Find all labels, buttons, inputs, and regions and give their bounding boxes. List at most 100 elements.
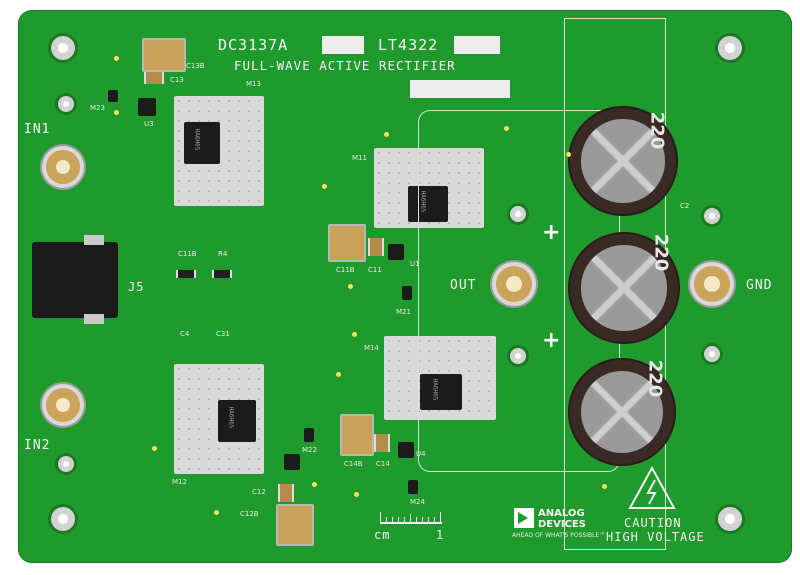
caution-line2: HIGH VOLTAGE xyxy=(606,530,705,544)
c11-capacitor xyxy=(368,238,384,256)
m13-mosfet: HA6H6S xyxy=(184,122,220,164)
in1-sense-hole xyxy=(58,96,74,112)
r3-designator: R4 xyxy=(218,250,228,258)
u1-designator: U1 xyxy=(410,260,420,268)
electrolytic-capacitor-top xyxy=(568,106,678,216)
in2-terminal[interactable] xyxy=(46,388,80,422)
electrolytic-capacitor-bottom xyxy=(568,358,676,466)
c13b-capacitor xyxy=(142,38,186,72)
c12b-capacitor xyxy=(276,504,314,546)
via xyxy=(348,284,353,289)
u3-controller xyxy=(138,98,156,116)
capacitor-value-bottom: 220 xyxy=(644,359,666,398)
caution-line1: CAUTION xyxy=(624,516,682,530)
m12-designator: M12 xyxy=(172,478,187,486)
out-sense-hole-top xyxy=(510,206,526,222)
via xyxy=(602,484,607,489)
j5-label: J5 xyxy=(128,280,145,294)
m23-transistor xyxy=(108,90,118,102)
c14-designator: C14 xyxy=(376,460,390,468)
c14b-capacitor xyxy=(340,414,374,456)
m12-mosfet: HA6H6S xyxy=(218,400,256,442)
r3-resistor xyxy=(212,270,232,278)
m21-designator: M21 xyxy=(396,308,411,316)
m22-transistor xyxy=(304,428,314,442)
via xyxy=(114,56,119,61)
u3-designator: U3 xyxy=(144,120,154,128)
ruler-mark-label: 1 xyxy=(436,528,445,542)
polarity-plus-upper: + xyxy=(542,220,561,245)
gnd-sense-hole-bottom xyxy=(704,346,720,362)
capacitor-value-middle: 220 xyxy=(650,233,672,272)
u2-controller xyxy=(284,454,300,470)
capacitor-value-top: 220 xyxy=(646,111,668,150)
polarity-plus-lower: + xyxy=(542,328,561,353)
gnd-terminal[interactable] xyxy=(694,266,730,302)
out-label: OUT xyxy=(450,278,477,293)
m24-designator: M24 xyxy=(410,498,425,506)
mounting-hole-top-right xyxy=(718,36,742,60)
scale-ruler xyxy=(380,512,442,524)
c12-capacitor xyxy=(278,484,294,502)
via xyxy=(336,372,341,377)
m11-designator: M11 xyxy=(352,154,367,162)
via xyxy=(504,126,509,131)
out-terminal[interactable] xyxy=(496,266,532,302)
c14-capacitor xyxy=(374,434,390,452)
via xyxy=(114,110,119,115)
c11-designator: C11 xyxy=(368,266,382,274)
via xyxy=(354,492,359,497)
in1-label: IN1 xyxy=(24,122,51,137)
high-voltage-warning-icon xyxy=(628,466,676,509)
m14-designator: M14 xyxy=(364,344,379,352)
via xyxy=(312,482,317,487)
c11b-designator: C11B xyxy=(336,266,355,274)
gnd-label: GND xyxy=(746,278,773,293)
via xyxy=(214,510,219,515)
c4-designator: C4 xyxy=(180,330,190,338)
via xyxy=(322,184,327,189)
m13-designator: M13 xyxy=(246,80,261,88)
electrolytic-capacitor-middle xyxy=(568,232,680,344)
m14-mosfet: HA6H6S xyxy=(420,374,462,410)
c31-designator: C31 xyxy=(216,330,230,338)
j5-pad-top xyxy=(84,235,104,245)
blank-marking-box-1 xyxy=(322,36,364,54)
logo-line2: DEVICES xyxy=(538,519,586,530)
c12-designator: C12 xyxy=(252,488,266,496)
m22-designator: M22 xyxy=(302,446,317,454)
c12b-designator: C12B xyxy=(240,510,259,518)
j5-pad-bottom xyxy=(84,314,104,324)
gnd-sense-hole-top xyxy=(704,208,720,224)
u4-controller xyxy=(398,442,414,458)
r4-resistor xyxy=(176,270,196,278)
c11b-capacitor xyxy=(328,224,366,262)
via xyxy=(152,446,157,451)
analog-devices-logo-icon xyxy=(514,508,534,528)
blank-marking-box-2 xyxy=(454,36,500,54)
j5-power-jack[interactable] xyxy=(32,242,118,318)
part-number-label: DC3137A xyxy=(218,36,289,54)
blank-marking-box-3 xyxy=(410,80,510,98)
chip-name-label: LT4322 xyxy=(378,36,439,54)
m21-transistor xyxy=(402,286,412,300)
c13-capacitor xyxy=(144,72,164,84)
m23-designator: M23 xyxy=(90,104,105,112)
in2-label: IN2 xyxy=(24,438,51,453)
mounting-hole-bottom-right xyxy=(718,507,742,531)
logo-line1: ANALOG xyxy=(538,508,585,519)
pcb-board: DC3137A LT4322 FULL-WAVE ACTIVE RECTIFIE… xyxy=(18,10,792,563)
via xyxy=(352,332,357,337)
c13b-designator: C13B xyxy=(186,62,205,70)
in2-sense-hole xyxy=(58,456,74,472)
u4-designator: U4 xyxy=(416,450,426,458)
via xyxy=(566,152,571,157)
c2-designator: C2 xyxy=(680,202,690,210)
m11-mosfet: HA6H6S xyxy=(408,186,448,222)
r4-designator: C11B xyxy=(178,250,197,258)
via xyxy=(384,132,389,137)
out-sense-hole-bottom xyxy=(510,348,526,364)
in1-terminal[interactable] xyxy=(46,150,80,184)
m24-transistor xyxy=(408,480,418,494)
mounting-hole-bottom-left xyxy=(51,507,75,531)
